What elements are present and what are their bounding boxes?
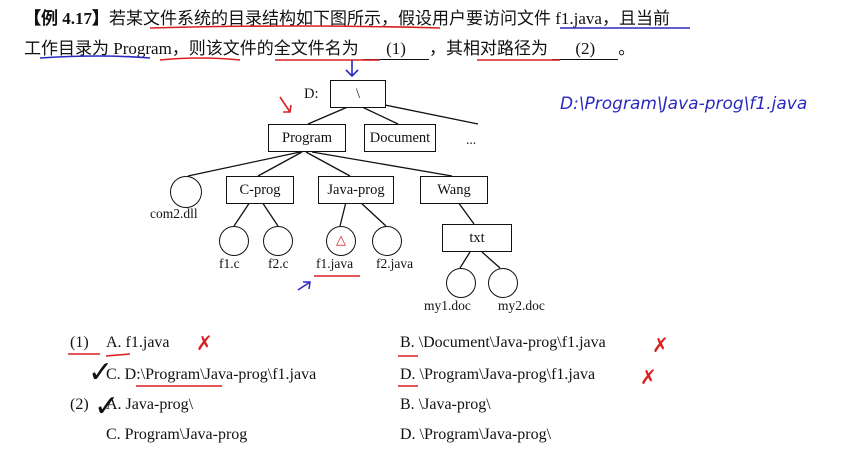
- q2-option-b: B. \Java-prog\: [400, 396, 491, 413]
- node-program: Program: [268, 124, 346, 152]
- file-label-my2: my2.doc: [498, 298, 545, 313]
- node-txt: txt: [442, 224, 512, 252]
- question-text-2c: 。: [618, 39, 636, 58]
- question-line-2: 工作目录为 Program，则该文件的全文件名为 (1)，其相对路径为 (2)。: [24, 34, 635, 60]
- node-ellipsis: ...: [466, 132, 477, 147]
- arrow-annotation: [279, 96, 292, 113]
- q2-number: (2): [70, 396, 89, 413]
- blank-2: (2): [552, 39, 619, 60]
- question-text-2a: 工作目录为 Program，则该文件的全文件名为: [24, 39, 359, 58]
- check-mark: ✓: [88, 355, 114, 390]
- question-text-1: 若某文件系统的目录结构如下图所示，假设用户要访问文件 f1.java，且当前: [109, 9, 670, 28]
- file-circle-com2: [170, 176, 202, 208]
- cross-mark: ✗: [196, 331, 213, 355]
- file-circle-my1: [446, 268, 476, 298]
- q1-number: (1): [70, 334, 89, 351]
- root-node: \: [330, 80, 386, 108]
- node-java-prog: Java-prog: [318, 176, 394, 204]
- check-mark: ✓: [94, 389, 120, 424]
- example-tag: 【例 4.17】: [24, 9, 109, 28]
- underline-annotation: [159, 57, 241, 61]
- question-text-2b: ，其相对路径为: [429, 39, 549, 58]
- q1-option-c: C. D:\Program\Java-prog\f1.java: [106, 366, 317, 383]
- node-document: Document: [364, 124, 436, 152]
- file-label-f1c: f1.c: [219, 256, 240, 271]
- blank-1: (1): [363, 39, 430, 60]
- cross-mark: ✗: [640, 365, 657, 389]
- q1-option-a: A. f1.java: [106, 334, 170, 351]
- drive-label: D:: [304, 86, 319, 102]
- underline-annotation: [149, 25, 441, 29]
- handwritten-answer: D:\Program\Java-prog\f1.java: [560, 94, 808, 114]
- file-label-f2java: f2.java: [376, 256, 414, 271]
- file-label-my1: my1.doc: [424, 298, 471, 313]
- q2-option-d: D. \Program\Java-prog\: [400, 426, 552, 443]
- file-label-com2: com2.dll: [150, 206, 198, 221]
- file-circle-f1java: △: [326, 226, 356, 256]
- node-wang: Wang: [420, 176, 488, 204]
- arrow-annotation: [345, 60, 359, 78]
- q2-option-a: A. Java-prog\: [106, 396, 194, 413]
- file-circle-f2java: [372, 226, 402, 256]
- q1-option-d: D. \Program\Java-prog\f1.java: [400, 366, 596, 383]
- file-circle-f2c: [263, 226, 293, 256]
- file-circle-f1c: [219, 226, 249, 256]
- file-label-f2c: f2.c: [268, 256, 289, 271]
- q2-option-c: C. Program\Java-prog: [106, 426, 248, 443]
- underline-annotation: [39, 55, 151, 59]
- file-circle-my2: [488, 268, 518, 298]
- q1-option-b: B. \Document\Java-prog\f1.java: [400, 334, 606, 351]
- cross-mark: ✗: [652, 333, 669, 357]
- node-c-prog: C-prog: [226, 176, 294, 204]
- question-line-1: 【例 4.17】若某文件系统的目录结构如下图所示，假设用户要访问文件 f1.ja…: [24, 4, 670, 29]
- file-label-f1java: f1.java: [316, 256, 354, 271]
